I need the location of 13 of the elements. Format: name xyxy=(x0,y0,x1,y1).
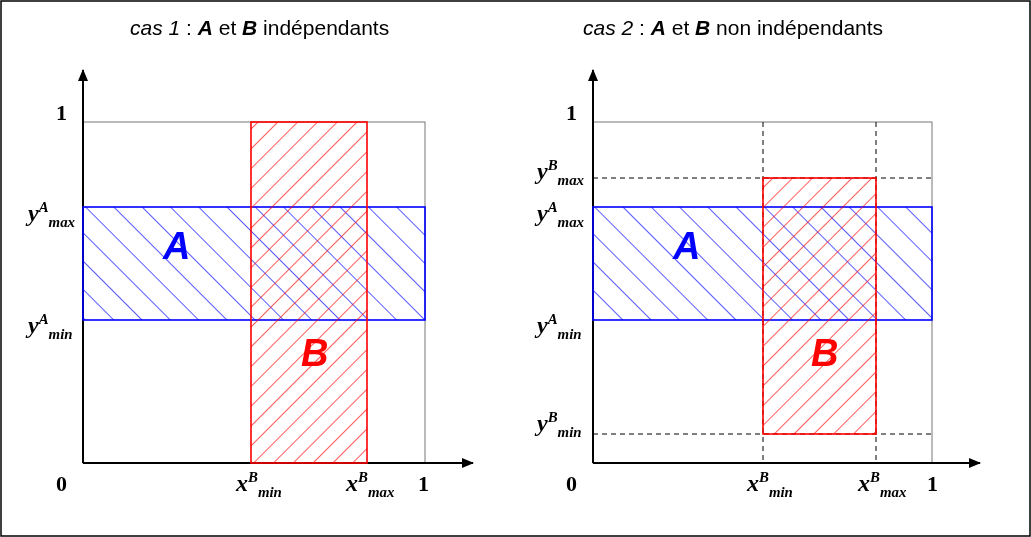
panel-title: cas 1 : A et B indépendants xyxy=(130,16,390,40)
tick-label: 0 xyxy=(566,471,577,497)
panel-title: cas 2 : A et B non indépendants xyxy=(583,16,884,40)
hatched-band xyxy=(251,122,367,463)
hatched-band xyxy=(763,178,876,434)
tick-label: 1 xyxy=(927,471,938,497)
tick-label: 1 xyxy=(56,100,67,126)
tick-label: 1 xyxy=(418,471,429,497)
region-letter: B xyxy=(301,334,329,372)
region-letter: A xyxy=(673,227,701,265)
tick-label: 1 xyxy=(566,100,577,126)
tick-label: 0 xyxy=(56,471,67,497)
region-letter: B xyxy=(811,334,839,372)
